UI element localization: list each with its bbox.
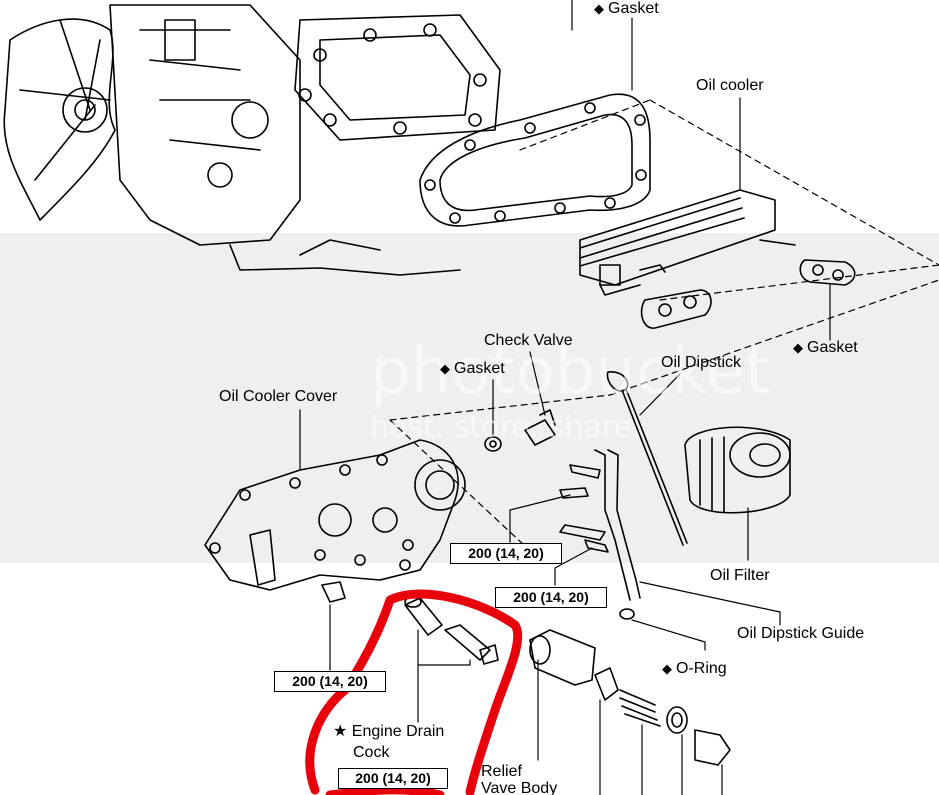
check-valve-label: Check Valve xyxy=(484,332,573,349)
torque-spec-box: 200 (14, 20) xyxy=(274,671,386,692)
cooler-small-gasket-right xyxy=(799,259,856,286)
relief-valve-body-line2: Vave Body xyxy=(481,780,558,795)
gasket-top-text: Gasket xyxy=(608,0,659,17)
oil-cooler-cover-label: Oil Cooler Cover xyxy=(219,388,338,405)
o-ring-text: O-Ring xyxy=(676,660,727,677)
gasket-mid-text: Gasket xyxy=(454,360,505,377)
diamond-icon: ◆ xyxy=(662,661,672,676)
oil-cooler-drawing xyxy=(579,189,796,296)
watermark-band xyxy=(0,233,939,563)
gasket-top-label: ◆ Gasket xyxy=(594,0,659,18)
leader-lines xyxy=(299,0,831,795)
engine-fan-drawing xyxy=(3,18,116,221)
diamond-icon: ◆ xyxy=(793,340,803,355)
drain-cock-drawing xyxy=(404,596,499,665)
engine-drain-cock-label: ★ Engine Drain xyxy=(333,723,444,741)
star-icon: ★ xyxy=(333,723,348,740)
engine-drain-cock-line1: Engine Drain xyxy=(351,723,445,740)
oil-cooler-label: Oil cooler xyxy=(696,77,764,94)
oil-dipstick-guide-drawing xyxy=(559,449,641,620)
torque-spec-box: 200 (14, 20) xyxy=(450,543,562,564)
engine-drain-cock-line2: Cock xyxy=(353,744,390,761)
cooler-small-gasket-left xyxy=(640,289,712,329)
gasket-mid-label: ◆ Gasket xyxy=(440,360,505,378)
check-valve-gasket-drawing xyxy=(484,436,502,452)
diamond-icon: ◆ xyxy=(594,1,604,16)
gasket-right-label: ◆ Gasket xyxy=(793,339,858,357)
oil-dipstick-label: Oil Dipstick xyxy=(661,354,742,371)
diamond-icon: ◆ xyxy=(440,361,450,376)
watermark-sub: host. store. share. xyxy=(370,410,642,445)
o-ring-label: ◆ O-Ring xyxy=(662,660,727,678)
engine-block-drawing xyxy=(109,4,461,276)
relief-valve-body-line1: Relief xyxy=(481,763,522,780)
torque-spec-box: 200 (14, 20) xyxy=(338,768,448,789)
check-valve-drawing xyxy=(524,409,556,446)
cooler-dashed-outline xyxy=(519,99,939,301)
cooler-gasket-drawing xyxy=(419,93,651,227)
relief-valve-drawing xyxy=(529,629,731,766)
oil-cooler-cover-drawing xyxy=(204,439,466,591)
gasket-right-text: Gasket xyxy=(807,339,858,356)
torque-spec-box: 200 (14, 20) xyxy=(495,587,607,608)
oil-dipstick-guide-label: Oil Dipstick Guide xyxy=(737,625,865,642)
watermark-main: photobucket xyxy=(370,335,771,409)
drain-plug-drawing xyxy=(321,581,346,603)
oil-filter-drawing xyxy=(684,426,791,514)
oil-filter-label: Oil Filter xyxy=(710,567,770,584)
block-gasket-drawing xyxy=(294,14,501,141)
oil-dipstick-drawing xyxy=(606,371,688,546)
